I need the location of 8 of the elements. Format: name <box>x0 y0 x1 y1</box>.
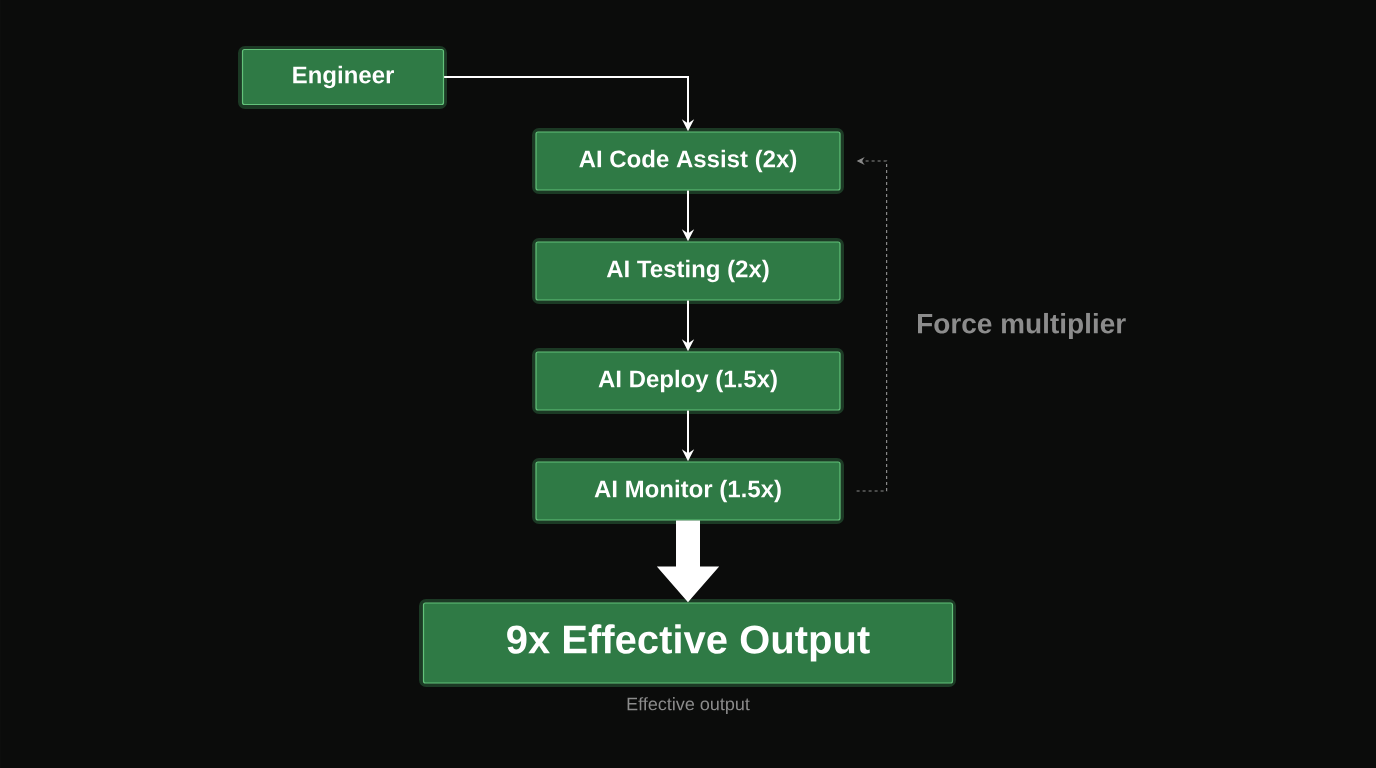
edge-label: Force multiplier <box>918 312 1126 340</box>
node-label: Effective output <box>627 697 750 714</box>
process-box: AI Deploy (1.5x) <box>532 348 844 414</box>
process-box: AI Code Assist (2x) <box>532 128 844 194</box>
process-box: 9x Effective Output <box>419 599 956 687</box>
process-box: AI Testing (2x) <box>532 238 844 304</box>
process-box: AI Monitor (1.5x) <box>532 458 844 524</box>
process-box: Engineer <box>238 46 447 109</box>
